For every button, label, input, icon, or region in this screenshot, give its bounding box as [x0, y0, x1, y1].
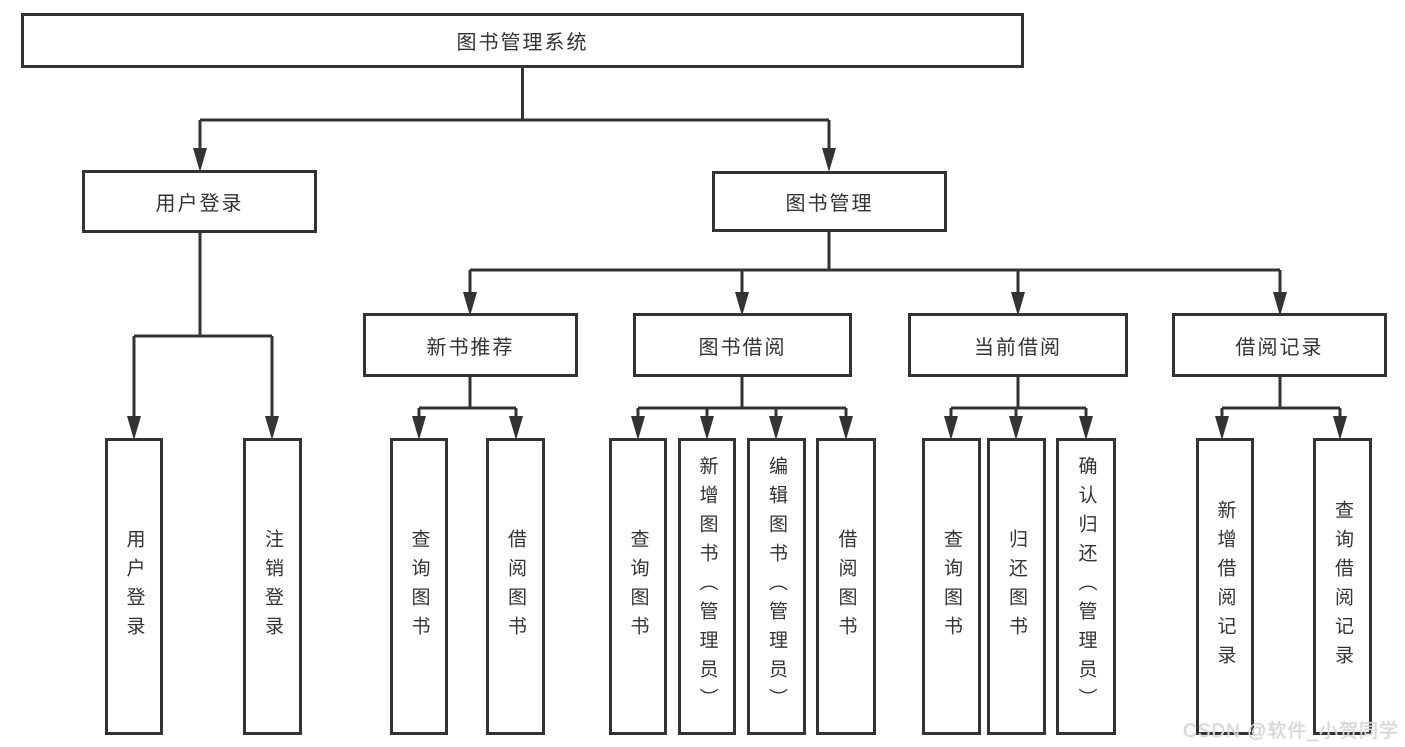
node-current-borrowing: 当前借阅 — [908, 313, 1128, 377]
arrowhead — [1009, 416, 1023, 440]
leaf-add-borrow-record: 新增借阅记录 — [1196, 438, 1254, 735]
leaf-add-book-admin: 新增图书（管理员） — [678, 438, 736, 735]
connector-root-to-level2 — [198, 68, 831, 150]
leaf-confirm-return-admin: 确认归还（管理员） — [1056, 438, 1116, 735]
arrowhead — [839, 416, 853, 440]
arrowhead — [1079, 416, 1093, 440]
arrowhead — [700, 416, 714, 440]
arrowhead — [412, 416, 426, 440]
node-library-management-system: 图书管理系统 — [21, 13, 1024, 68]
arrowhead — [631, 416, 645, 440]
node-user-login: 用户登录 — [82, 170, 317, 233]
leaf-query-books: 查询图书 — [609, 438, 667, 735]
leaf-query-books: 查询图书 — [390, 438, 448, 735]
arrowhead — [193, 148, 207, 172]
csdn-watermark: CSDN @软件_小贺同学 — [1183, 721, 1399, 742]
arrowhead — [265, 416, 279, 440]
connector-borrowrecords-to-leaves — [1220, 377, 1342, 418]
arrowhead — [1333, 416, 1347, 440]
leaf-return-book: 归还图书 — [987, 438, 1046, 735]
arrowhead — [509, 416, 523, 440]
node-book-management: 图书管理 — [712, 171, 947, 232]
leaf-logout: 注销登录 — [243, 438, 302, 735]
leaf-edit-book-admin: 编辑图书（管理员） — [747, 438, 806, 735]
connector-userlogin-to-leaves — [132, 233, 274, 418]
node-borrowing-records: 借阅记录 — [1172, 313, 1387, 377]
arrowhead — [127, 416, 141, 440]
arrowhead — [1215, 416, 1229, 440]
arrowhead — [769, 416, 783, 440]
node-new-book-recommendation: 新书推荐 — [363, 313, 578, 377]
leaf-user-login: 用户登录 — [105, 438, 163, 735]
connector-bookborrow-to-leaves — [636, 377, 848, 418]
leaf-query-borrow-record: 查询借阅记录 — [1313, 438, 1372, 735]
leaf-borrow-books: 借阅图书 — [816, 438, 876, 735]
arrowhead — [944, 416, 958, 440]
arrowhead — [822, 148, 836, 172]
connector-newbook-to-leaves — [417, 377, 518, 418]
connector-currentborrow-to-leaves — [949, 377, 1088, 418]
node-book-borrowing: 图书借阅 — [633, 313, 852, 377]
leaf-query-books: 查询图书 — [922, 438, 981, 735]
leaf-borrow-books: 借阅图书 — [486, 438, 545, 735]
connector-bookmgmt-to-level3 — [468, 232, 1282, 293]
